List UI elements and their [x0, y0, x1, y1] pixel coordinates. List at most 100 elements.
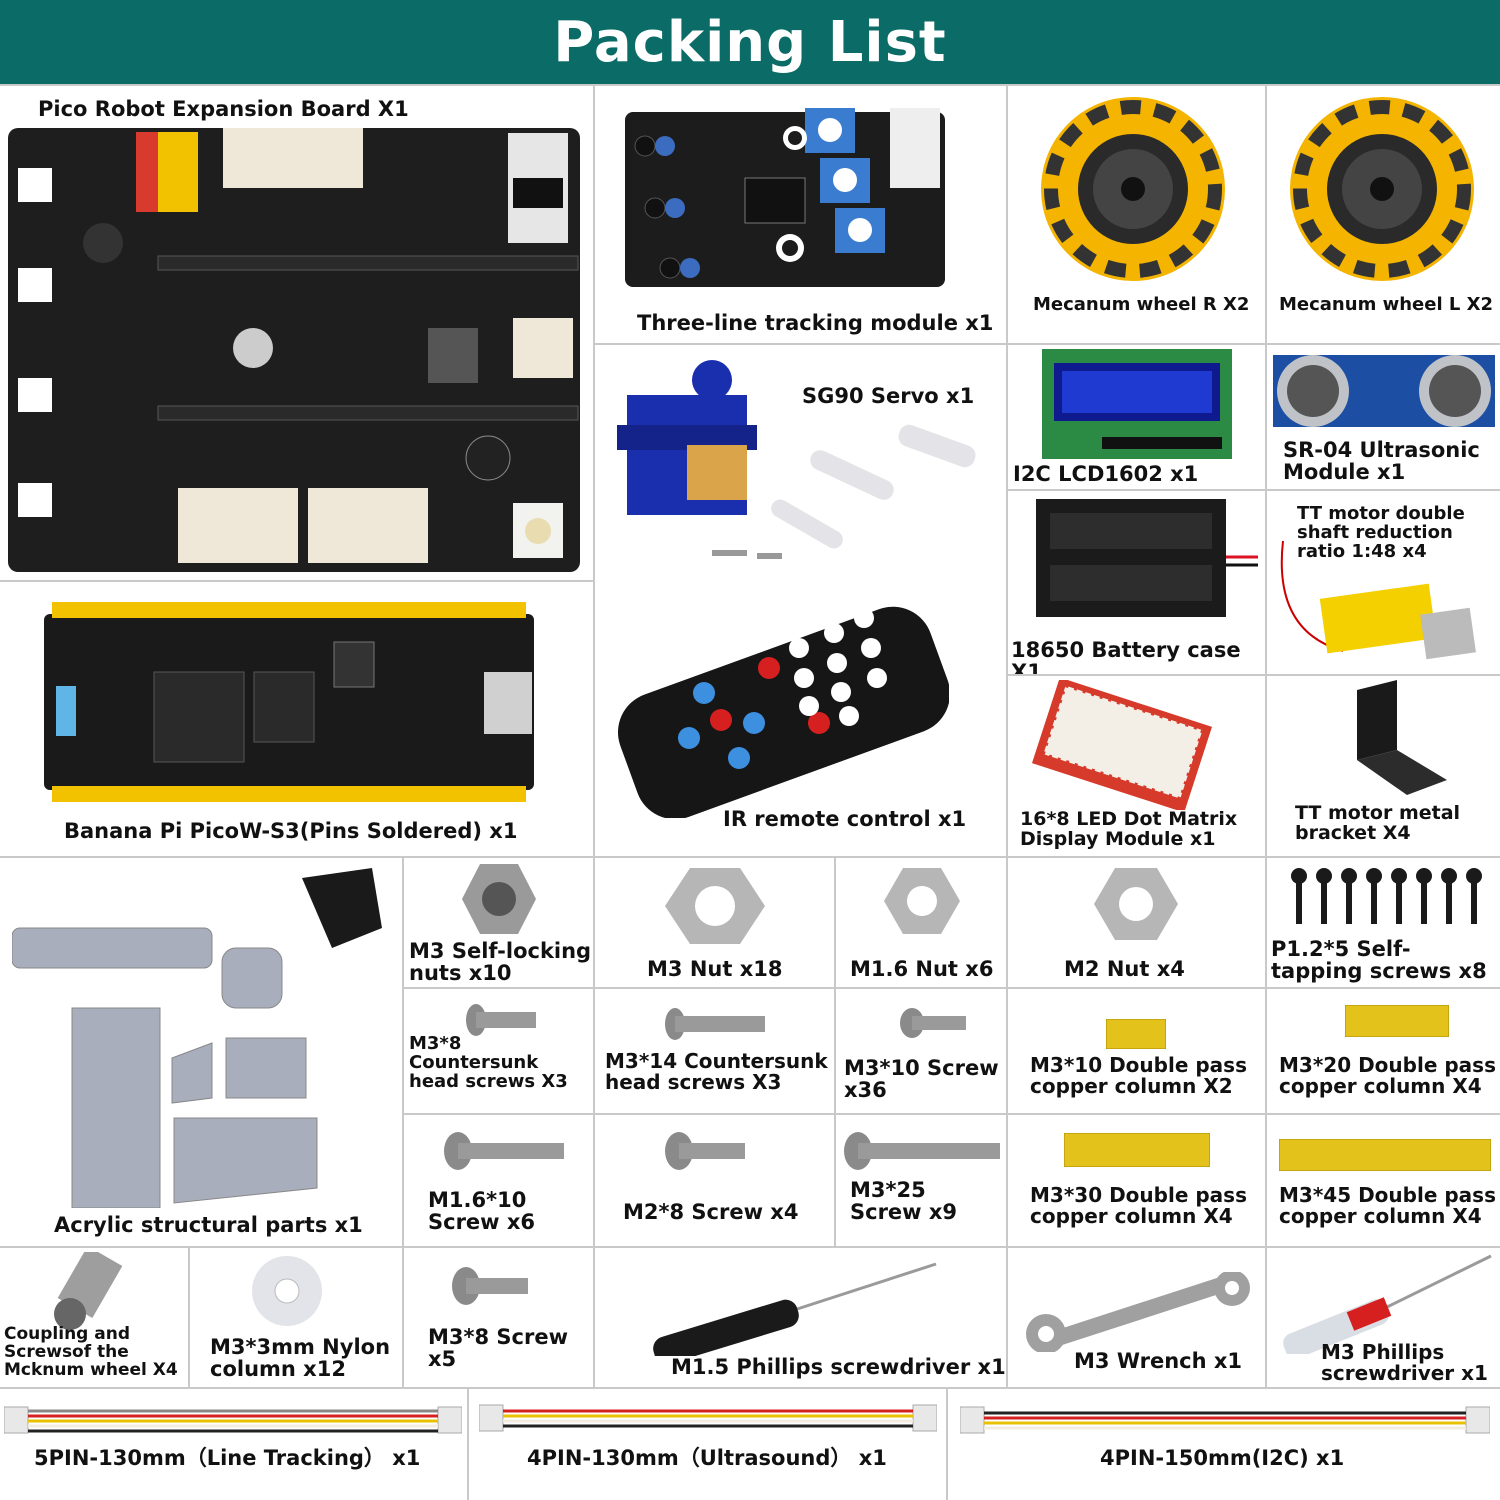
divider	[188, 1247, 190, 1388]
acrylic-parts-icon	[12, 868, 392, 1208]
item-ir-remote: IR remote control x1	[595, 582, 1006, 856]
header-bar: Packing List	[0, 0, 1500, 84]
item-battery-case: 18650 Battery case X1	[1008, 491, 1265, 674]
item-m3x25-screw: M3*25 Screw x9	[836, 1115, 1006, 1246]
item-servo: SG90 Servo x1	[595, 345, 1006, 580]
item-m3x8-countersunk: M3*8 Countersunk head screws X3	[404, 989, 593, 1113]
item-label: Coupling and Screwsof the Mcknum wheel X…	[4, 1324, 178, 1380]
item-bracket: TT motor metal bracket X4	[1267, 676, 1500, 856]
divider	[0, 580, 594, 582]
ir-remote-icon	[609, 588, 949, 818]
mecanum-wheel-icon	[1038, 94, 1228, 284]
screw-icon	[665, 1007, 765, 1041]
mecanum-wheel-icon	[1287, 94, 1477, 284]
copper-column-icon	[1064, 1133, 1210, 1167]
tracking-module-icon	[625, 98, 945, 288]
item-label: 4PIN-150mm(I2C) x1	[1100, 1446, 1345, 1470]
nut-icon	[1094, 868, 1178, 940]
item-label: M3*14 Countersunk head screws X3	[605, 1049, 828, 1094]
item-label: M2*8 Screw x4	[623, 1200, 799, 1224]
bracket-icon	[1337, 680, 1447, 800]
item-label: 16*8 LED Dot Matrix Display Module x1	[1020, 808, 1238, 850]
screwdriver-icon	[1273, 1254, 1495, 1354]
item-label: M3*20 Double pass copper column X4	[1279, 1053, 1496, 1098]
wrench-icon	[1018, 1272, 1258, 1352]
item-self-tapping-screws: P1.2*5 Self-tapping screws x8	[1267, 858, 1500, 987]
item-label: IR remote control x1	[723, 807, 967, 831]
divider	[1006, 84, 1008, 1389]
item-ultrasonic: SR-04 Ultrasonic Module x1	[1267, 345, 1500, 489]
item-dot-matrix: 16*8 LED Dot Matrix Display Module x1	[1008, 676, 1265, 856]
item-cable-4pin-ultrasound: 4PIN-130mm（Ultrasound） x1	[469, 1389, 946, 1500]
nut-icon	[884, 868, 960, 934]
item-m3x10-copper: M3*10 Double pass copper column X2	[1008, 989, 1265, 1113]
item-label: M1.5 Phillips screwdriver x1	[671, 1355, 1006, 1379]
item-label: M3*10 Screw x36	[844, 1056, 999, 1103]
item-label: 4PIN-130mm（Ultrasound） x1	[527, 1446, 887, 1470]
cable-icon	[960, 1405, 1490, 1435]
item-label: 5PIN-130mm（Line Tracking） x1	[34, 1446, 421, 1470]
item-m3x20-copper: M3*20 Double pass copper column X4	[1267, 989, 1500, 1113]
item-m3x8-screw: M3*8 Screw x5	[404, 1248, 593, 1387]
item-coupling: Coupling and Screwsof the Mcknum wheel X…	[0, 1248, 188, 1387]
servo-icon	[617, 355, 987, 575]
item-label: M1.6 Nut x6	[850, 957, 994, 981]
nylon-column-icon	[250, 1254, 324, 1328]
divider	[402, 857, 404, 1388]
copper-column-icon	[1106, 1019, 1166, 1049]
battery-case-icon	[1036, 499, 1258, 617]
divider	[1008, 489, 1500, 491]
divider	[593, 857, 595, 1388]
divider	[403, 856, 1500, 858]
item-label: M3 Wrench x1	[1074, 1349, 1243, 1373]
item-label: M3*3mm Nylon column x12	[210, 1335, 391, 1382]
pico-board-icon	[44, 602, 534, 802]
item-label: M3*8 Countersunk head screws X3	[409, 1033, 568, 1092]
divider	[0, 1246, 1500, 1248]
nut-icon	[665, 868, 765, 944]
item-label: P1.2*5 Self-tapping screws x8	[1271, 937, 1487, 984]
item-label: SR-04 Ultrasonic Module x1	[1283, 438, 1480, 485]
screw-icon	[452, 1266, 528, 1306]
screw-icon	[466, 1003, 536, 1037]
copper-column-icon	[1279, 1139, 1491, 1171]
item-label: M3*30 Double pass copper column X4	[1030, 1183, 1247, 1228]
expansion-board-icon	[8, 128, 580, 572]
screw-icon	[444, 1131, 564, 1171]
screw-icon	[665, 1131, 745, 1171]
item-lcd: I2C LCD1602 x1	[1008, 345, 1265, 489]
nut-icon	[462, 864, 536, 934]
item-m3-nut: M3 Nut x18	[595, 858, 834, 987]
item-nylon-column: M3*3mm Nylon column x12	[190, 1248, 402, 1387]
screw-icon	[844, 1131, 1000, 1171]
lcd-icon	[1042, 349, 1232, 459]
item-label: M3 Self-locking nuts x10	[409, 939, 592, 986]
item-m3x10-screw: M3*10 Screw x36	[836, 989, 1006, 1113]
item-label: 18650 Battery case X1	[1011, 638, 1241, 674]
item-label: M3*8 Screw x5	[428, 1325, 568, 1372]
divider	[0, 1387, 1500, 1389]
item-m16-nut: M1.6 Nut x6	[836, 858, 1006, 987]
item-label: Three-line tracking module x1	[637, 311, 994, 335]
item-label: M3*25 Screw x9	[850, 1178, 958, 1225]
item-label: Pico Robot Expansion Board X1	[38, 97, 409, 121]
divider	[593, 84, 595, 857]
item-label: M3 Nut x18	[647, 957, 783, 981]
screws-icon	[1289, 868, 1489, 928]
item-tracking-module: Three-line tracking module x1	[595, 86, 1006, 343]
divider	[594, 343, 1500, 345]
item-label: M1.6*10 Screw x6	[428, 1188, 536, 1235]
divider	[834, 857, 836, 1247]
cable-icon	[4, 1403, 462, 1437]
item-m3x30-copper: M3*30 Double pass copper column X4	[1008, 1115, 1265, 1246]
item-expansion-board: Pico Robot Expansion Board X1	[0, 86, 593, 580]
divider	[403, 987, 1500, 989]
item-label: I2C LCD1602 x1	[1013, 462, 1199, 486]
item-cable-4pin-i2c: 4PIN-150mm(I2C) x1	[948, 1389, 1500, 1500]
item-mecanum-wheel-l: Mecanum wheel L X2	[1267, 86, 1500, 343]
screw-icon	[900, 1007, 966, 1039]
item-m16x10-screw: M1.6*10 Screw x6	[404, 1115, 593, 1246]
screwdriver-icon	[641, 1256, 941, 1356]
item-label: M3 Phillips screwdriver x1	[1321, 1340, 1488, 1385]
cable-icon	[479, 1403, 937, 1433]
